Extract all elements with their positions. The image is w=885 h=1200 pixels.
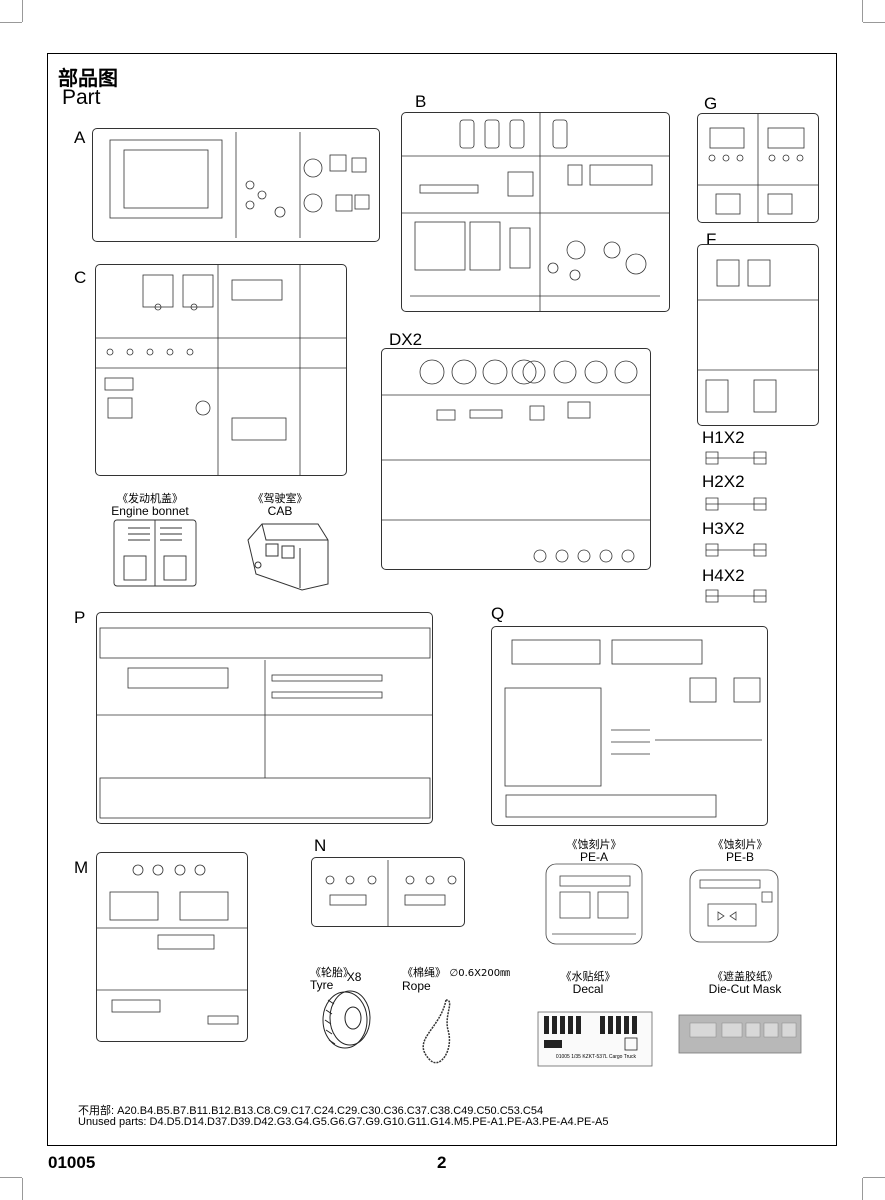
sprue-label-m: M [74,858,89,877]
tyre-qty: X8 [346,970,362,984]
rope-spec: ∅0.6X200㎜ [449,968,511,979]
sprue-label-h3: H3X2 [702,519,745,538]
sprue-c [95,264,347,476]
cab-cn: 《驾驶室》 [252,492,308,505]
sprue-label-g: G [704,94,718,113]
unused-parts-en: Unused parts: D4.D5.D14.D37.D39.D42.G3.G… [78,1116,609,1128]
title-english: Part [62,86,101,109]
pe-b-caption: 《蚀刻片》 PE-B [700,838,780,864]
sprue-label-b: B [415,92,427,111]
pe-b-cn: 《蚀刻片》 [712,838,768,851]
tyre-caption: 《轮胎》 Tyre X8 [310,966,370,992]
rope-cn: 《棉绳》 [402,966,446,979]
pe-b-en: PE-B [725,850,754,864]
crop-mark [0,1177,22,1178]
cab-caption: 《驾驶室》 CAB [240,492,320,518]
sprue-d [381,348,651,570]
tyre-en: Tyre X8 [310,971,370,992]
rope-caption: 《棉绳》 ∅0.6X200㎜ Rope [402,966,512,993]
engine-bonnet-cn: 《发动机盖》 [117,492,183,505]
cab-en: CAB [267,504,293,518]
sprue-label-h4: H4X2 [702,566,745,585]
decal-sheet-caption: 01005 1/35 KZKT-537L Cargo Truck [555,1054,637,1060]
mask-caption: 《遮盖胶纸》 Die-Cut Mask [690,970,800,996]
crop-mark [22,1178,23,1200]
sprue-label-c: C [74,268,87,287]
rope-en: Rope [402,979,431,993]
sprue-label-n: N [314,836,327,855]
mask-en: Die-Cut Mask [708,982,782,996]
engine-bonnet-en: Engine bonnet [111,504,189,518]
sprue-label-p: P [74,608,86,627]
decal-cn: 《水贴纸》 [560,970,616,983]
sprue-f [697,244,819,426]
sprue-label-h2: H2X2 [702,472,745,491]
decal-caption: 《水贴纸》 Decal [548,970,628,996]
sprue-m [96,852,248,1042]
sprue-p [96,612,433,824]
sprue-label-q: Q [491,604,505,623]
crop-mark [22,0,23,22]
pe-a-caption: 《蚀刻片》 PE-A [554,838,634,864]
page-frame [47,53,837,1146]
mask-cn: 《遮盖胶纸》 [712,970,778,983]
crop-mark [863,1177,885,1178]
crop-mark [863,22,885,23]
tyre-cn: 《轮胎》 [310,966,354,979]
engine-bonnet-caption: 《发动机盖》 Engine bonnet [100,492,200,518]
crop-mark [862,0,863,22]
sprue-b [401,112,670,312]
decal-en: Decal [572,982,604,996]
pe-a-cn: 《蚀刻片》 [566,838,622,851]
pe-a-en: PE-A [579,850,608,864]
crop-mark [862,1178,863,1200]
title-chinese: 部品图 [58,66,118,90]
sprue-label-a: A [74,128,86,147]
page-number: 2 [437,1153,447,1172]
sprue-q [491,626,768,826]
sprue-label-h1: H1X2 [702,428,745,447]
unused-parts-cn: 不用部: A20.B4.B5.B7.B11.B12.B13.C8.C9.C17.… [78,1105,544,1117]
sprue-label-dx2: DX2 [389,330,423,349]
tyre-en-label: Tyre [310,978,334,992]
crop-mark [0,22,22,23]
sprue-label-f: F [706,230,717,249]
catalog-number: 01005 [48,1153,96,1172]
